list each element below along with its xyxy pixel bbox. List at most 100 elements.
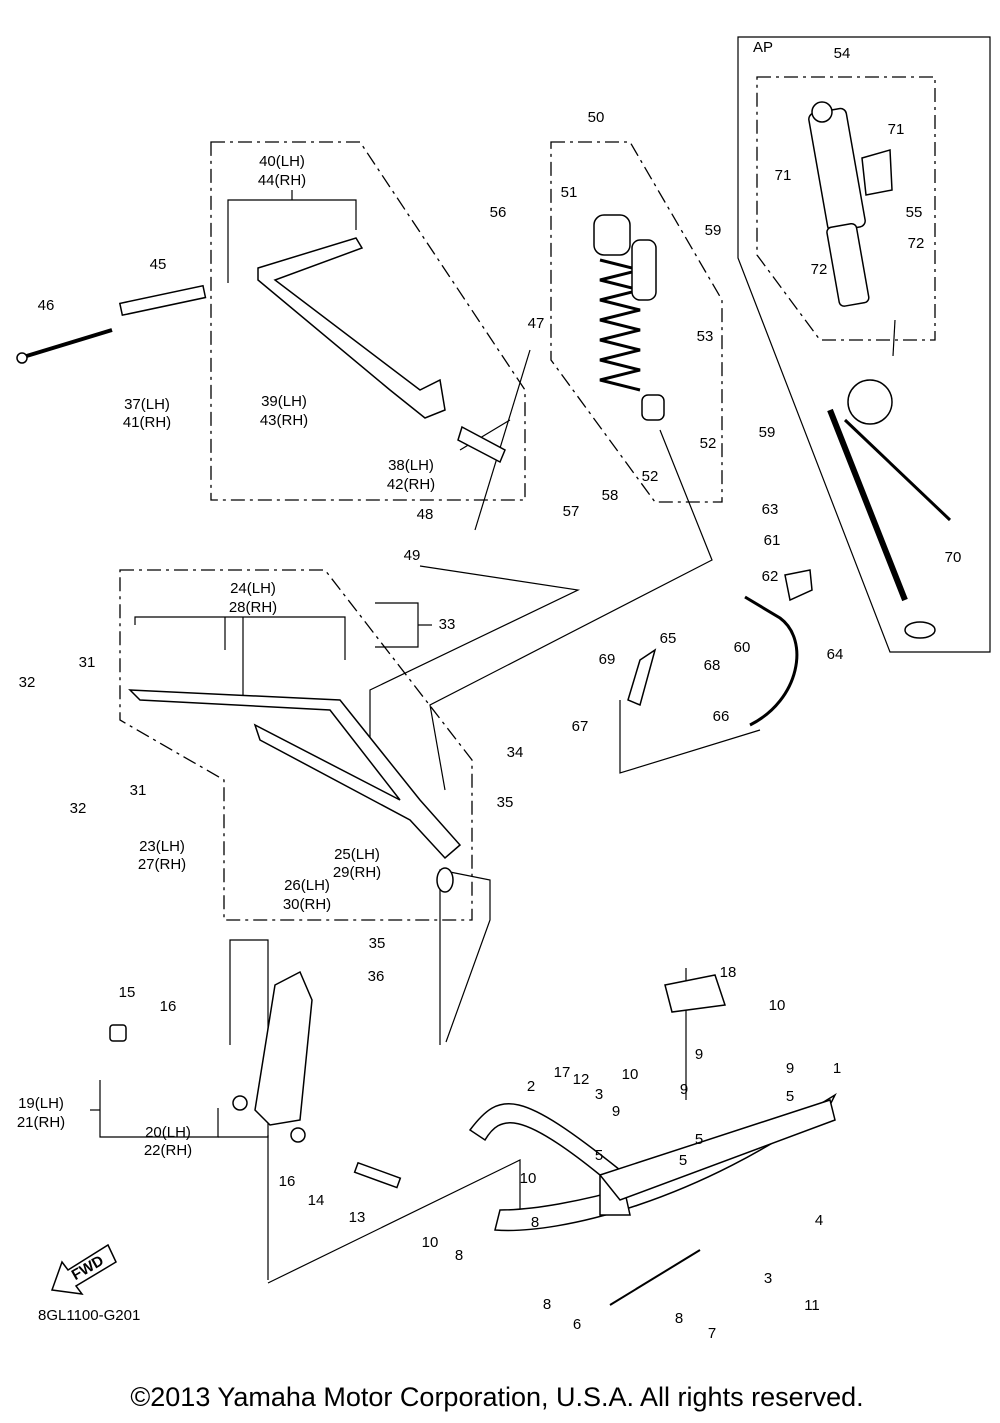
callout-label: 33 <box>439 616 456 633</box>
callout-label: 17 <box>554 1064 571 1081</box>
ski <box>468 974 837 1306</box>
callout-label: 50 <box>588 109 605 126</box>
callout-label: 20(LH) <box>145 1124 191 1141</box>
callout-label: 59 <box>705 222 722 239</box>
callout-label: 3 <box>595 1086 603 1103</box>
callout-label: 8 <box>531 1214 539 1231</box>
callout-label: 35 <box>369 935 386 952</box>
callout-label: 43(RH) <box>260 412 308 429</box>
callout-label: 23(LH) <box>139 838 185 855</box>
callout-label: 65 <box>660 630 677 647</box>
callout-label: 9 <box>680 1081 688 1098</box>
callout-label: 72 <box>811 261 828 278</box>
callout-label: 10 <box>422 1234 439 1251</box>
callout-label: 24(LH) <box>230 580 276 597</box>
callout-label: 66 <box>713 708 730 725</box>
callout-label: 11 <box>804 1297 820 1314</box>
spindle-bracket <box>109 970 402 1189</box>
callout-label: 55 <box>906 204 923 221</box>
callout-label: 32 <box>19 674 36 691</box>
callout-label: 62 <box>762 568 779 585</box>
callout-label: 48 <box>417 506 434 523</box>
callout-label: 22(RH) <box>144 1142 192 1159</box>
callout-label: 28(RH) <box>229 599 277 616</box>
callout-label: 8 <box>543 1296 551 1313</box>
lower-arm-group-box <box>119 569 473 921</box>
callout-label: 13 <box>349 1209 366 1226</box>
callout-label: 9 <box>786 1060 794 1077</box>
callout-label: 39(LH) <box>261 393 307 410</box>
callout-label: 42(RH) <box>387 476 435 493</box>
callout-label: AP <box>753 39 773 56</box>
callout-label: 8 <box>675 1310 683 1327</box>
callout-label: 5 <box>695 1131 703 1148</box>
callout-label: 47 <box>528 315 545 332</box>
callout-label: 41(RH) <box>123 414 171 431</box>
callout-label: 31 <box>79 654 96 671</box>
lower-a-arm <box>128 689 462 893</box>
callout-label: 54 <box>834 45 851 62</box>
gauge-tool <box>827 379 952 639</box>
callout-label: 12 <box>573 1071 590 1088</box>
ap-shock-group-box <box>756 76 936 341</box>
callout-label: 72 <box>908 235 925 252</box>
callout-label: 37(LH) <box>124 396 170 413</box>
callout-label: 2 <box>527 1078 535 1095</box>
callout-label: 15 <box>119 984 136 1001</box>
callout-label: 40(LH) <box>259 153 305 170</box>
callout-label: 68 <box>704 657 721 674</box>
callout-label: 35 <box>497 794 514 811</box>
callout-label: 3 <box>764 1270 772 1287</box>
callout-label: 69 <box>599 651 616 668</box>
callout-label: 10 <box>622 1066 639 1083</box>
callout-label: 10 <box>769 997 786 1014</box>
callout-label: 44(RH) <box>258 172 306 189</box>
callout-label: 10 <box>520 1170 537 1187</box>
callout-label: 61 <box>764 532 781 549</box>
callout-label: 64 <box>827 646 844 663</box>
callout-label: 18 <box>720 964 737 981</box>
callout-label: 31 <box>130 782 147 799</box>
fwd-arrow-icon: FWD <box>50 1243 117 1295</box>
ap-group-box <box>737 36 991 653</box>
callout-label: 9 <box>695 1046 703 1063</box>
callout-label: 9 <box>612 1103 620 1120</box>
callout-label: 19(LH) <box>18 1095 64 1112</box>
copyright-notice: ©2013 Yamaha Motor Corporation, U.S.A. A… <box>130 1382 863 1412</box>
callout-label: 59 <box>759 424 776 441</box>
callout-label: 56 <box>490 204 507 221</box>
callout-label: 57 <box>563 503 580 520</box>
callout-label: 71 <box>775 167 792 184</box>
callout-label: 70 <box>945 549 962 566</box>
callout-label: 5 <box>679 1152 687 1169</box>
front-shock-absorber <box>593 214 665 421</box>
upper-arm-group-box <box>210 141 526 501</box>
callout-label: 1 <box>833 1060 841 1077</box>
callout-label: 60 <box>734 639 751 656</box>
upper-a-arm <box>16 237 506 464</box>
callout-label: 71 <box>888 121 905 138</box>
callout-label: 5 <box>595 1147 603 1164</box>
shock-group-box <box>550 141 723 503</box>
callout-label: 58 <box>602 487 619 504</box>
callout-label: 45 <box>150 256 167 273</box>
callout-label: 8 <box>455 1247 463 1264</box>
callout-label: 5 <box>786 1088 794 1105</box>
callout-label: 46 <box>38 297 55 314</box>
callout-label: 27(RH) <box>138 856 186 873</box>
callout-label: 21(RH) <box>17 1114 65 1131</box>
callout-label: 7 <box>708 1325 716 1342</box>
callout-label: 63 <box>762 501 779 518</box>
callout-label: 4 <box>815 1212 823 1229</box>
callout-label: 16 <box>160 998 177 1015</box>
callout-label: 53 <box>697 328 714 345</box>
callout-label: 6 <box>573 1316 581 1333</box>
callout-label: 26(LH) <box>284 877 330 894</box>
diagram-part-code: 8GL1100-G201 <box>38 1307 140 1324</box>
callout-label: 52 <box>700 435 717 452</box>
callout-label: 16 <box>279 1173 296 1190</box>
callout-label: 49 <box>404 547 421 564</box>
